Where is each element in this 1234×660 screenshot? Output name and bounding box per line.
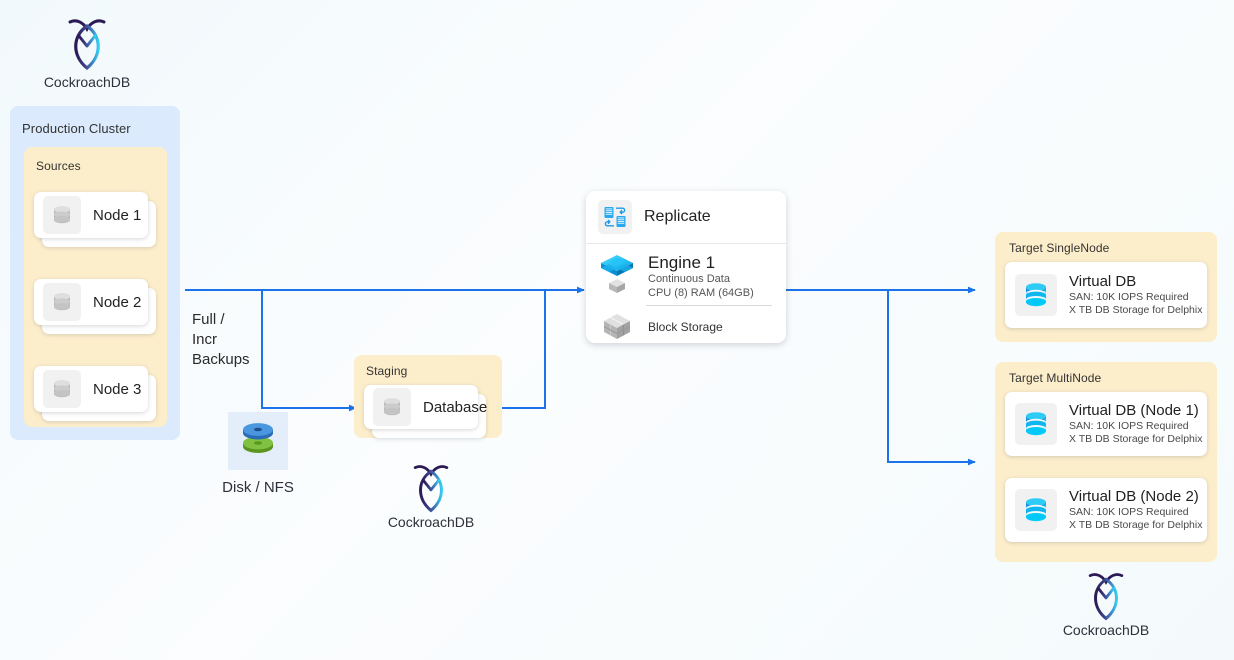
source-node-card[interactable]: Node 3	[34, 366, 156, 421]
replicate-engine-panel[interactable]: Replicate	[586, 191, 786, 343]
virtual-db-san-line: SAN: 10K IOPS Required	[1069, 291, 1189, 303]
cockroachdb-label-staging: CockroachDB	[387, 514, 475, 530]
virtual-db-icon	[1015, 274, 1057, 316]
cockroachdb-logo-icon	[413, 465, 449, 513]
staging-database-label: Database	[423, 398, 488, 416]
replicate-icon	[598, 200, 632, 234]
source-node-card[interactable]: Node 1	[34, 192, 156, 247]
replicate-header-row[interactable]: Replicate	[586, 191, 786, 243]
card-face: Node 1	[34, 192, 148, 238]
virtual-db-card[interactable]: Virtual DB (Node 2) SAN: 10K IOPS Requir…	[1005, 478, 1207, 542]
virtual-db-san-line: SAN: 10K IOPS Required	[1069, 420, 1189, 432]
node-label: Node 2	[93, 293, 142, 311]
block-storage-label: Block Storage	[648, 320, 723, 334]
virtual-db-san-line: SAN: 10K IOPS Required	[1069, 506, 1189, 518]
engine-subtitle-cpu-ram: CPU (8) RAM (64GB)	[648, 287, 754, 299]
engine-text-block: Engine 1 Continuous Data CPU (8) RAM (64…	[648, 253, 754, 300]
disk-nfs-label: Disk / NFS	[222, 479, 294, 496]
replicate-title: Replicate	[644, 208, 711, 225]
engine-row[interactable]: Engine 1 Continuous Data CPU (8) RAM (64…	[586, 244, 786, 302]
block-storage-icon	[598, 312, 636, 342]
virtual-db-text-block: Virtual DB (Node 2) SAN: 10K IOPS Requir…	[1069, 488, 1202, 532]
virtual-db-text-block: Virtual DB (Node 1) SAN: 10K IOPS Requir…	[1069, 402, 1202, 446]
virtual-db-card[interactable]: Virtual DB (Node 1) SAN: 10K IOPS Requir…	[1005, 392, 1207, 456]
database-cylinder-icon	[373, 388, 411, 426]
target-multinode-label: Target MultiNode	[1009, 371, 1102, 385]
disk-stack-icon	[243, 423, 273, 453]
engine-title: Engine 1	[648, 253, 716, 272]
staging-label: Staging	[366, 364, 408, 378]
cockroachdb-logo-bottom	[1082, 570, 1130, 624]
sources-label: Sources	[36, 159, 81, 173]
staging-database-card[interactable]: Database	[364, 385, 487, 438]
disk-nfs-tile	[228, 412, 288, 470]
cockroachdb-logo-icon	[1088, 573, 1124, 621]
engine-storage-separator	[646, 305, 772, 306]
virtual-db-icon	[1015, 489, 1057, 531]
database-cylinder-icon	[43, 283, 81, 321]
production-cluster-label: Production Cluster	[22, 121, 131, 136]
database-cylinder-icon	[43, 370, 81, 408]
cockroachdb-label-bottom: CockroachDB	[1062, 622, 1150, 638]
virtual-db-storage-line: X TB DB Storage for Delphix	[1069, 433, 1203, 445]
virtual-db-title: Virtual DB (Node 2)	[1069, 488, 1199, 505]
engine-cubes-icon	[598, 253, 636, 299]
node-label: Node 3	[93, 380, 142, 398]
virtual-db-card[interactable]: Virtual DB SAN: 10K IOPS Required X TB D…	[1005, 262, 1207, 328]
target-singlenode-label: Target SingleNode	[1009, 241, 1110, 255]
virtual-db-icon	[1015, 403, 1057, 445]
cockroachdb-logo-top	[62, 16, 112, 74]
virtual-db-title: Virtual DB (Node 1)	[1069, 402, 1199, 419]
panel-divider	[586, 243, 786, 244]
block-storage-row[interactable]: Block Storage	[586, 306, 786, 343]
engine-subtitle-continuous-data: Continuous Data	[648, 273, 730, 285]
card-face: Node 3	[34, 366, 148, 412]
backups-label: Full / Incr Backups	[192, 311, 250, 368]
virtual-db-text-block: Virtual DB SAN: 10K IOPS Required X TB D…	[1069, 273, 1202, 317]
cockroachdb-label-top: CockroachDB	[43, 74, 131, 90]
source-node-card[interactable]: Node 2	[34, 279, 156, 334]
node-label: Node 1	[93, 206, 142, 224]
database-cylinder-icon	[43, 196, 81, 234]
cockroachdb-logo-staging	[407, 462, 455, 516]
cockroachdb-logo-icon	[68, 19, 106, 71]
card-face: Database	[364, 385, 487, 429]
virtual-db-title: Virtual DB	[1069, 273, 1137, 290]
virtual-db-storage-line: X TB DB Storage for Delphix	[1069, 519, 1203, 531]
card-face: Node 2	[34, 279, 148, 325]
virtual-db-storage-line: X TB DB Storage for Delphix	[1069, 304, 1203, 316]
